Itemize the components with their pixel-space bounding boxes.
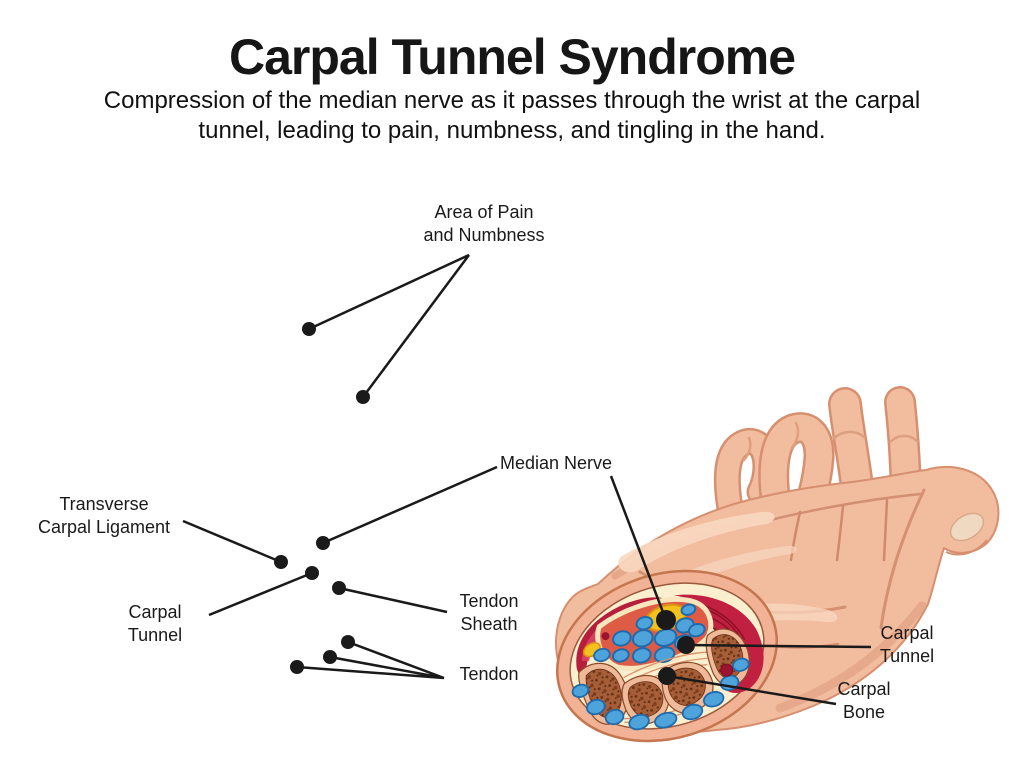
page-subtitle: Compression of the median nerve as it pa… [103,87,921,144]
hand-illustration [555,386,1000,743]
median-nerve-dot-left [316,536,330,550]
tendon-dot-1 [341,635,355,649]
median-nerve-dot-section [656,610,676,630]
thumb-nail [949,512,985,542]
pain-dot-1 [302,322,316,336]
label-tendon: Tendon [459,664,519,684]
label-transverse-carpal-ligament: Transverse Carpal Ligament [37,494,171,537]
carpal-tunnel-section-dot [677,636,695,654]
wrist-cross-section [555,569,779,743]
label-carpal-bone: Carpal Bone [837,679,891,722]
leader-median-nerve [316,465,676,630]
thumb-crease [945,539,988,556]
label-median-nerve: Median Nerve [499,453,613,473]
leader-lines [182,253,872,706]
small-vessel-2 [720,663,734,677]
label-carpal-tunnel-right: Carpal Tunnel [879,623,935,666]
leader-transverse-carpal-ligament [182,519,288,569]
tendon-sheath-dot [332,581,346,595]
small-vessel [601,632,610,641]
label-area-of-pain-and-numbness: Area of Pain and Numbness [423,202,545,245]
leader-carpal-tunnel-right [677,636,872,654]
label-tendon-sheath: Tendon Sheath [459,591,519,634]
tendon-dot-3 [290,660,304,674]
leader-carpal-tunnel-left [208,566,319,617]
leader-tendon [290,635,445,680]
leader-tendon-sheath [332,581,448,614]
finger-ring [758,412,835,521]
carpal-tunnel-left-dot [305,566,319,580]
transverse-ligament-dot [274,555,288,569]
carpal-bone-dot [658,667,676,685]
label-carpal-tunnel-left: Carpal Tunnel [127,602,183,645]
pain-dot-2 [356,390,370,404]
leader-area-of-pain [302,253,471,404]
leader-carpal-bone [658,667,837,706]
page-title: Carpal Tunnel Syndrome [228,29,796,85]
tendon-dot-2 [323,650,337,664]
